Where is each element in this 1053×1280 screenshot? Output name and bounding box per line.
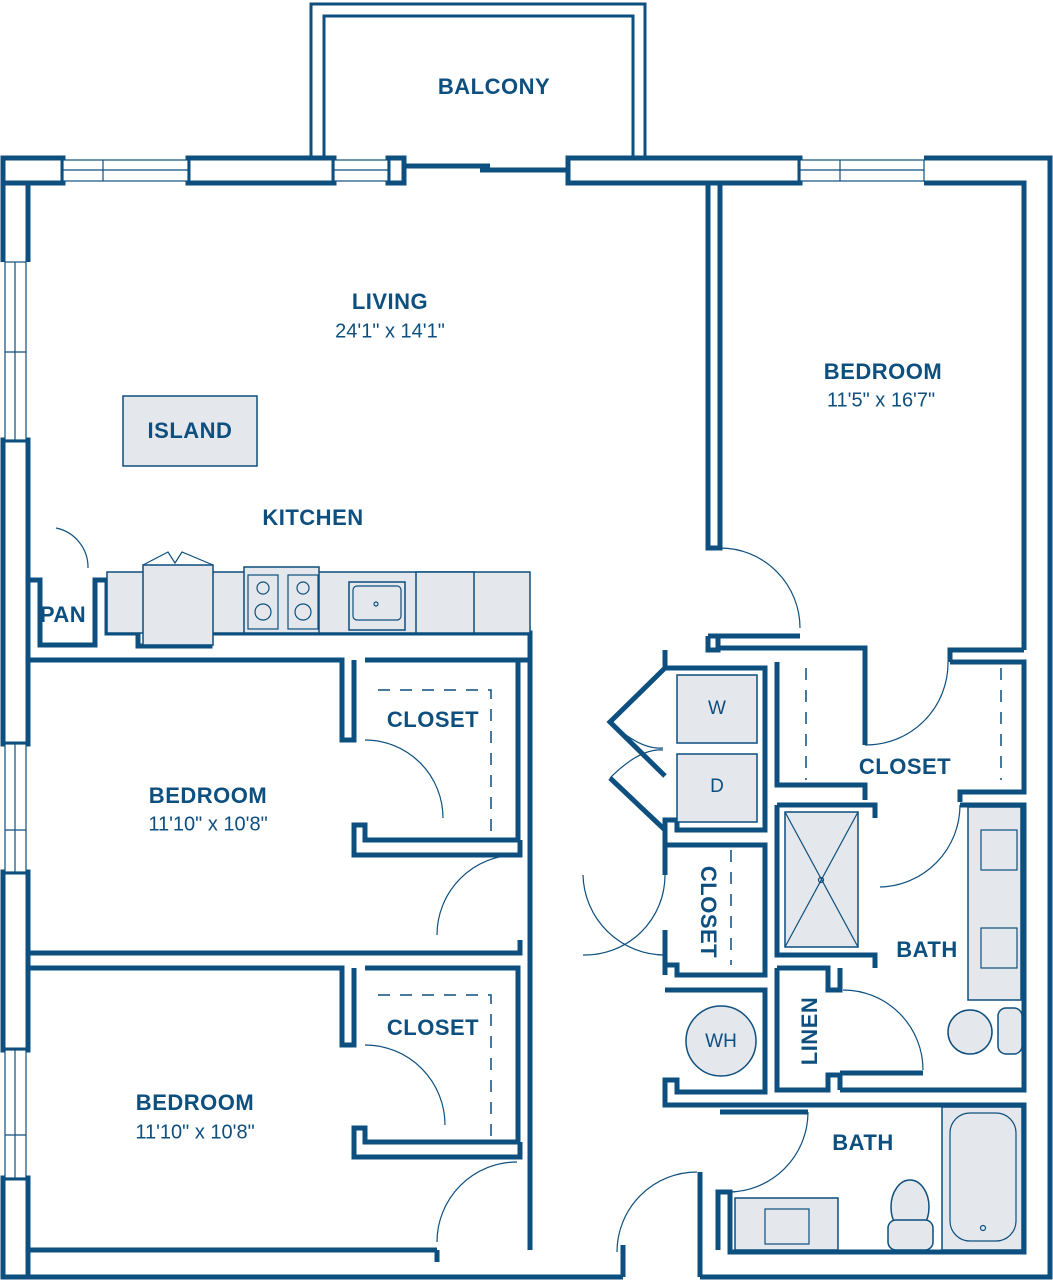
water-heater	[685, 1005, 757, 1077]
primary-bedroom-dimensions: 11'5" x 16'7"	[826, 389, 936, 412]
balcony-label: BALCONY	[437, 74, 551, 99]
balcony-walls	[309, 2, 647, 158]
closet-shelves	[378, 668, 1002, 1140]
primary-bedroom-label: BEDROOM	[823, 359, 943, 384]
linen-label: LINEN	[797, 996, 822, 1066]
windows	[4, 159, 925, 1179]
kitchen-sink	[348, 581, 406, 631]
bedroom-2-label: BEDROOM	[148, 783, 268, 808]
bedroom-3-closet-label: CLOSET	[386, 1015, 480, 1040]
door-swings	[55, 527, 961, 1253]
bathtub	[941, 1106, 1023, 1251]
bedroom-3-label: BEDROOM	[135, 1090, 255, 1115]
bedroom-3-dimensions: 11'10" x 10'8"	[135, 1121, 255, 1144]
dishwasher	[415, 571, 475, 634]
island-label: ISLAND	[147, 418, 233, 443]
dryer	[676, 753, 758, 823]
hall-closet-label: CLOSET	[696, 865, 721, 959]
cooktop	[243, 566, 320, 634]
washer	[676, 674, 758, 744]
toilet-primary	[947, 1009, 993, 1055]
double-vanity	[967, 806, 1022, 1001]
living-dimensions: 24'1" x 14'1"	[335, 320, 445, 343]
washer-label: W	[708, 698, 726, 719]
living-label: LIVING	[351, 289, 429, 314]
island-counter	[122, 395, 258, 467]
hall-vanity	[734, 1197, 839, 1251]
pantry-label: PAN	[39, 602, 87, 627]
dryer-label: D	[710, 776, 724, 797]
bedroom-2-dimensions: 11'10" x 10'8"	[148, 813, 268, 836]
refrigerator	[142, 564, 214, 646]
hall-bath-label: BATH	[832, 1130, 894, 1155]
kitchen-label: KITCHEN	[262, 505, 364, 530]
water-heater-label: WH	[705, 1031, 737, 1052]
kitchen-fixtures	[106, 395, 531, 646]
bath-fixtures	[676, 674, 1023, 1251]
primary-closet-label: CLOSET	[858, 754, 952, 779]
bedroom-2-closet-label: CLOSET	[386, 707, 480, 732]
primary-bath-label: BATH	[896, 937, 958, 962]
